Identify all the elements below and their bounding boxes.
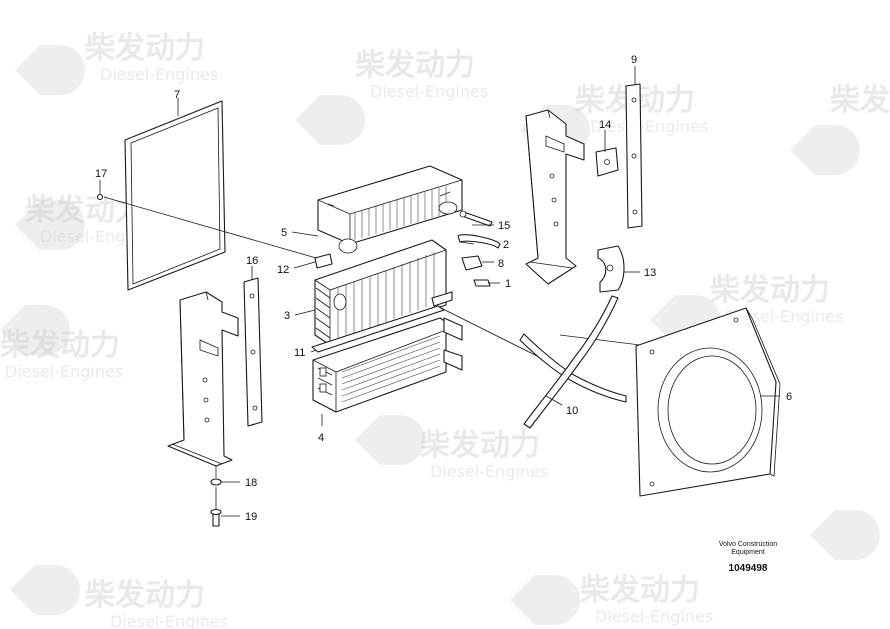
watermark-brand-en: Diesel-Engines [110, 612, 228, 629]
part-14-bracket [595, 147, 619, 177]
callout-13: 13 [644, 267, 656, 279]
watermark-8: 柴发动力 Diesel-Engines [650, 273, 843, 345]
callout-6: 6 [786, 391, 792, 403]
part-17-screw [96, 180, 104, 201]
watermark-logo-icon [15, 200, 85, 250]
watermark-10: 柴发动力 Diesel-Engines [510, 573, 713, 626]
company-name-line-2: Equipment [731, 549, 765, 556]
watermark-brand-en: Diesel-Engines [100, 65, 218, 84]
watermark-logo-icon [790, 125, 860, 175]
callout-labels: 7 17 5 12 3 11 4 16 15 2 8 1 9 14 13 10 … [95, 54, 792, 523]
watermark-brand-cn: 柴发动力 [355, 48, 475, 83]
part-8-pad [461, 255, 483, 271]
callout-9: 9 [631, 54, 637, 66]
watermark-5: 柴发动力 [790, 83, 890, 175]
callout-4: 4 [318, 432, 324, 444]
watermark-9: 柴发动力 Diesel-Engines [10, 565, 228, 629]
watermark-brand-en: Diesel-Engines [5, 362, 123, 381]
watermark-logo-icon [295, 95, 365, 145]
part-12-bracket [314, 253, 333, 269]
watermark-logo-icon [510, 575, 580, 625]
drawing-caption: Volvo Construction Equipment 1049498 [700, 541, 796, 574]
part-15-pipe [459, 210, 493, 227]
callout-1: 1 [505, 278, 511, 290]
watermark-logo-icon [10, 565, 80, 615]
callout-7: 7 [174, 89, 180, 101]
callout-14: 14 [599, 119, 611, 131]
watermark-brand-en: Diesel-Engines [590, 117, 708, 136]
watermark-2: 柴发动力 Diesel-Engines [295, 48, 488, 145]
watermark-logo-icon [15, 45, 85, 95]
callout-16: 16 [246, 255, 258, 267]
watermark-brand-cn: 柴发动力 [420, 428, 540, 463]
cooler-mount-tabs [443, 317, 463, 371]
watermark-logo-icon [0, 305, 70, 355]
callout-15: 15 [498, 220, 510, 232]
cooler-fins [354, 186, 447, 240]
part-4-oil-cooler [312, 317, 447, 413]
watermark-brand-cn: 柴发动力 [85, 31, 205, 66]
alignment-line-upper [103, 196, 331, 263]
part-3-radiator [314, 239, 453, 346]
callout-11: 11 [294, 347, 305, 359]
callout-3: 3 [284, 310, 290, 322]
watermark-layer: 柴发动力 Diesel-Engines 柴发动力 Diesel-Engines … [0, 31, 890, 629]
document-number: 1049498 [728, 563, 768, 574]
watermark-1: 柴发动力 Diesel-Engines [15, 31, 218, 95]
watermark-brand-en: Diesel-Engines [430, 462, 548, 481]
watermark-logo-icon [355, 415, 425, 465]
watermark-11 [810, 510, 880, 560]
part-9-strip [625, 83, 643, 229]
watermark-7: 柴发动力 Diesel-Engines [355, 415, 548, 481]
watermark-brand-cn: 柴发动力 [85, 578, 205, 613]
callout-leaders [177, 66, 780, 517]
callout-18: 18 [245, 477, 257, 489]
callout-10: 10 [566, 405, 578, 417]
watermark-brand-cn: 柴发动力 [830, 83, 890, 118]
callout-12: 12 [277, 264, 289, 276]
watermark-brand-en: Diesel-Engines [370, 82, 488, 101]
watermark-brand-cn: 柴发动力 [580, 573, 700, 608]
callout-19: 19 [245, 511, 257, 523]
part-5-charge-air-cooler [317, 165, 463, 254]
left-side-bracket [167, 291, 239, 467]
part-18-washer [210, 466, 222, 486]
watermark-brand-en: Diesel-Engines [595, 607, 713, 626]
callout-5: 5 [281, 227, 287, 239]
watermark-brand-en: Diesel-Engines [725, 307, 843, 326]
oil-cooler-fins [341, 335, 441, 403]
watermark-logo-icon [810, 510, 880, 560]
right-side-bracket [525, 109, 585, 285]
radiator-core [337, 252, 435, 340]
part-10-x-hose [519, 295, 627, 429]
part-13-bracket [597, 245, 625, 293]
part-7-screen-frame [124, 100, 226, 291]
alignment-line-right [559, 334, 641, 346]
callout-8: 8 [498, 258, 504, 270]
watermark-6: 柴发动力 Diesel-Engines [0, 305, 123, 381]
part-2-hose [457, 234, 501, 249]
callout-17: 17 [95, 168, 107, 180]
part-16-strip [243, 277, 263, 427]
watermark-brand-cn: 柴发动力 [25, 193, 145, 228]
watermark-brand-cn: 柴发动力 [710, 273, 830, 308]
part-6-fan-shroud [635, 307, 781, 497]
watermark-brand-cn: 柴发动力 [0, 328, 120, 363]
company-name-line-1: Volvo Construction [718, 541, 778, 548]
part-1-clip [473, 279, 491, 287]
callout-2: 2 [503, 239, 509, 251]
part-19-bolt [210, 487, 222, 527]
